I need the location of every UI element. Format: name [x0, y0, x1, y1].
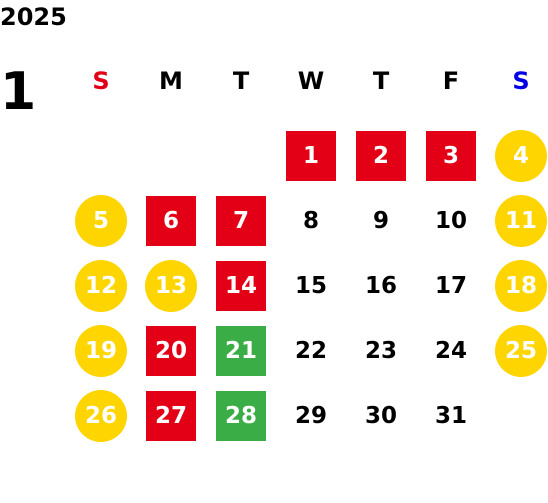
day-number[interactable]: 22: [294, 337, 327, 364]
day-cell: 17: [416, 253, 486, 318]
day-number[interactable]: 2: [356, 130, 406, 181]
day-number[interactable]: 17: [434, 272, 467, 299]
day-cell: [136, 123, 206, 188]
day-cell: 6: [136, 188, 206, 253]
day-number[interactable]: 21: [216, 325, 266, 376]
day-number[interactable]: 12: [75, 259, 127, 312]
day-cell: 24: [416, 318, 486, 383]
day-cell: 1: [276, 123, 346, 188]
day-number[interactable]: 7: [216, 195, 266, 246]
weekday-header: S: [92, 66, 110, 95]
day-cell: 9: [346, 188, 416, 253]
day-cell: 23: [346, 318, 416, 383]
weekday-header: W: [297, 66, 325, 95]
day-number[interactable]: 6: [146, 195, 196, 246]
day-number[interactable]: 27: [146, 390, 196, 441]
weekday-header: T: [232, 66, 250, 95]
day-cell: 7: [206, 188, 276, 253]
day-cell: 28: [206, 383, 276, 448]
day-number[interactable]: 24: [434, 337, 467, 364]
day-number[interactable]: 30: [364, 402, 397, 429]
day-number[interactable]: 11: [495, 194, 547, 247]
day-number[interactable]: 20: [146, 325, 196, 376]
calendar-month: 1: [0, 62, 37, 122]
day-cell: 11: [486, 188, 548, 253]
day-number[interactable]: 28: [216, 390, 266, 441]
day-cell: 4: [486, 123, 548, 188]
day-cell: 29: [276, 383, 346, 448]
day-cell: 13: [136, 253, 206, 318]
day-cell: 8: [276, 188, 346, 253]
day-cell: 15: [276, 253, 346, 318]
day-cell: [66, 123, 136, 188]
day-number[interactable]: 8: [302, 207, 319, 234]
day-number[interactable]: 15: [294, 272, 327, 299]
day-number[interactable]: 10: [434, 207, 467, 234]
day-cell: 14: [206, 253, 276, 318]
day-cell: 16: [346, 253, 416, 318]
day-cell: 19: [66, 318, 136, 383]
day-number[interactable]: 14: [216, 260, 266, 311]
day-cell: 20: [136, 318, 206, 383]
day-cell: 27: [136, 383, 206, 448]
day-number[interactable]: 5: [75, 194, 127, 247]
day-cell: 10: [416, 188, 486, 253]
day-cell: 21: [206, 318, 276, 383]
weekday-header: T: [372, 66, 390, 95]
day-cell: 31: [416, 383, 486, 448]
day-cell: 3: [416, 123, 486, 188]
day-number[interactable]: 26: [75, 389, 127, 442]
day-cell: 2: [346, 123, 416, 188]
day-cell: 5: [66, 188, 136, 253]
day-number[interactable]: 3: [426, 130, 476, 181]
day-cell: 25: [486, 318, 548, 383]
day-number[interactable]: 19: [75, 324, 127, 377]
day-number[interactable]: 9: [372, 207, 389, 234]
day-number[interactable]: 25: [495, 324, 547, 377]
day-cell: 26: [66, 383, 136, 448]
day-number[interactable]: 16: [364, 272, 397, 299]
day-number[interactable]: 29: [294, 402, 327, 429]
day-number[interactable]: 31: [434, 402, 467, 429]
day-cell: [486, 383, 548, 448]
day-number[interactable]: 18: [495, 259, 547, 312]
calendar-year: 2025: [0, 3, 67, 31]
day-cell: 12: [66, 253, 136, 318]
day-cell: 22: [276, 318, 346, 383]
day-cell: 30: [346, 383, 416, 448]
weekday-header: M: [159, 66, 183, 95]
day-number[interactable]: 1: [286, 130, 336, 181]
weekday-header: S: [512, 66, 530, 95]
day-number[interactable]: 4: [495, 129, 547, 182]
day-number[interactable]: 23: [364, 337, 397, 364]
weekday-header: F: [442, 66, 460, 95]
day-cell: [206, 123, 276, 188]
day-number[interactable]: 13: [145, 259, 197, 312]
day-cell: 18: [486, 253, 548, 318]
